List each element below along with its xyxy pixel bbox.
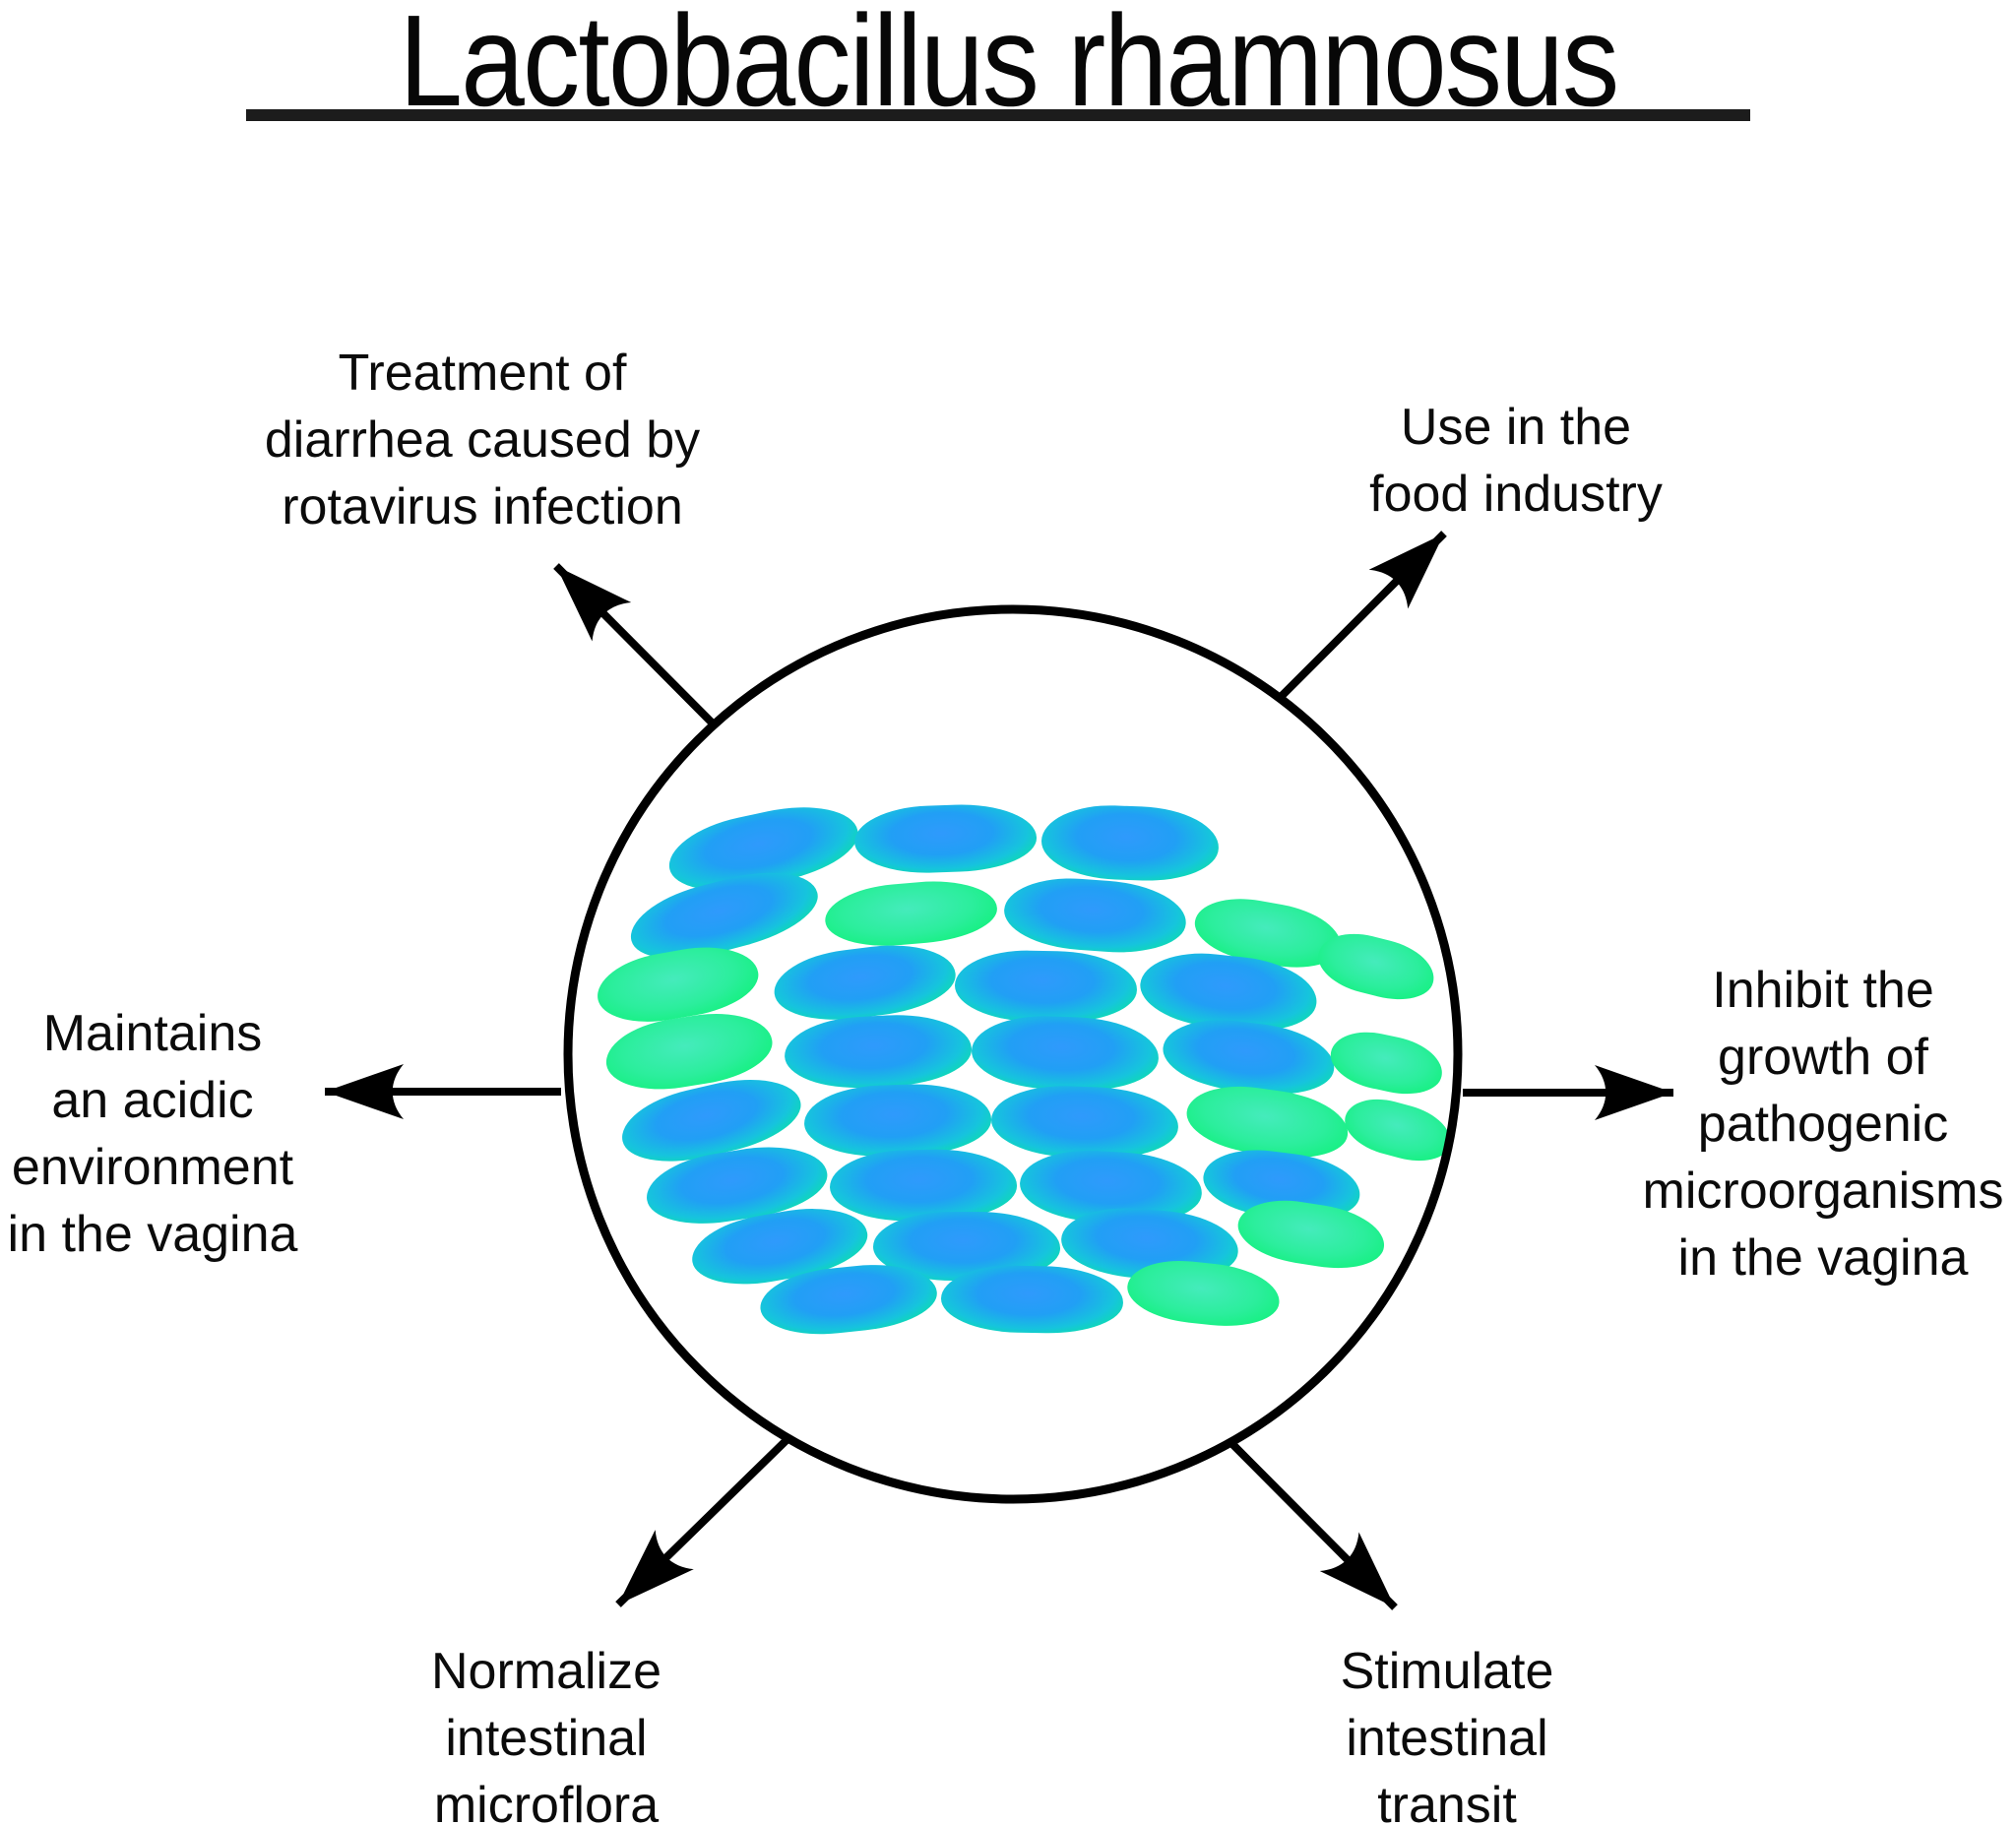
label-food-industry: Use in the food industry xyxy=(1369,399,1663,524)
arrow-upper-left xyxy=(553,563,715,725)
label-treatment-diarrhea: Treatment of diarrhea caused by rotaviru… xyxy=(264,345,701,536)
label-inhibit-pathogens: Inhibit the growth of pathogenic microor… xyxy=(1642,962,2004,1288)
label-stimulate-transit: Stimulate intestinal transit xyxy=(1340,1643,1554,1825)
cell-circle-outline xyxy=(563,604,1463,1504)
label-acidic-environment: Maintains an acidic environment in the v… xyxy=(7,1005,298,1264)
arrows-group xyxy=(325,531,1673,1610)
arrow-lower-left xyxy=(615,1436,790,1607)
title-underline xyxy=(246,109,1750,121)
arrow-upper-right xyxy=(1279,531,1447,699)
arrow-lower-right xyxy=(1228,1439,1398,1610)
label-normalize-microflora: Normalize intestinal microflora xyxy=(430,1643,662,1825)
